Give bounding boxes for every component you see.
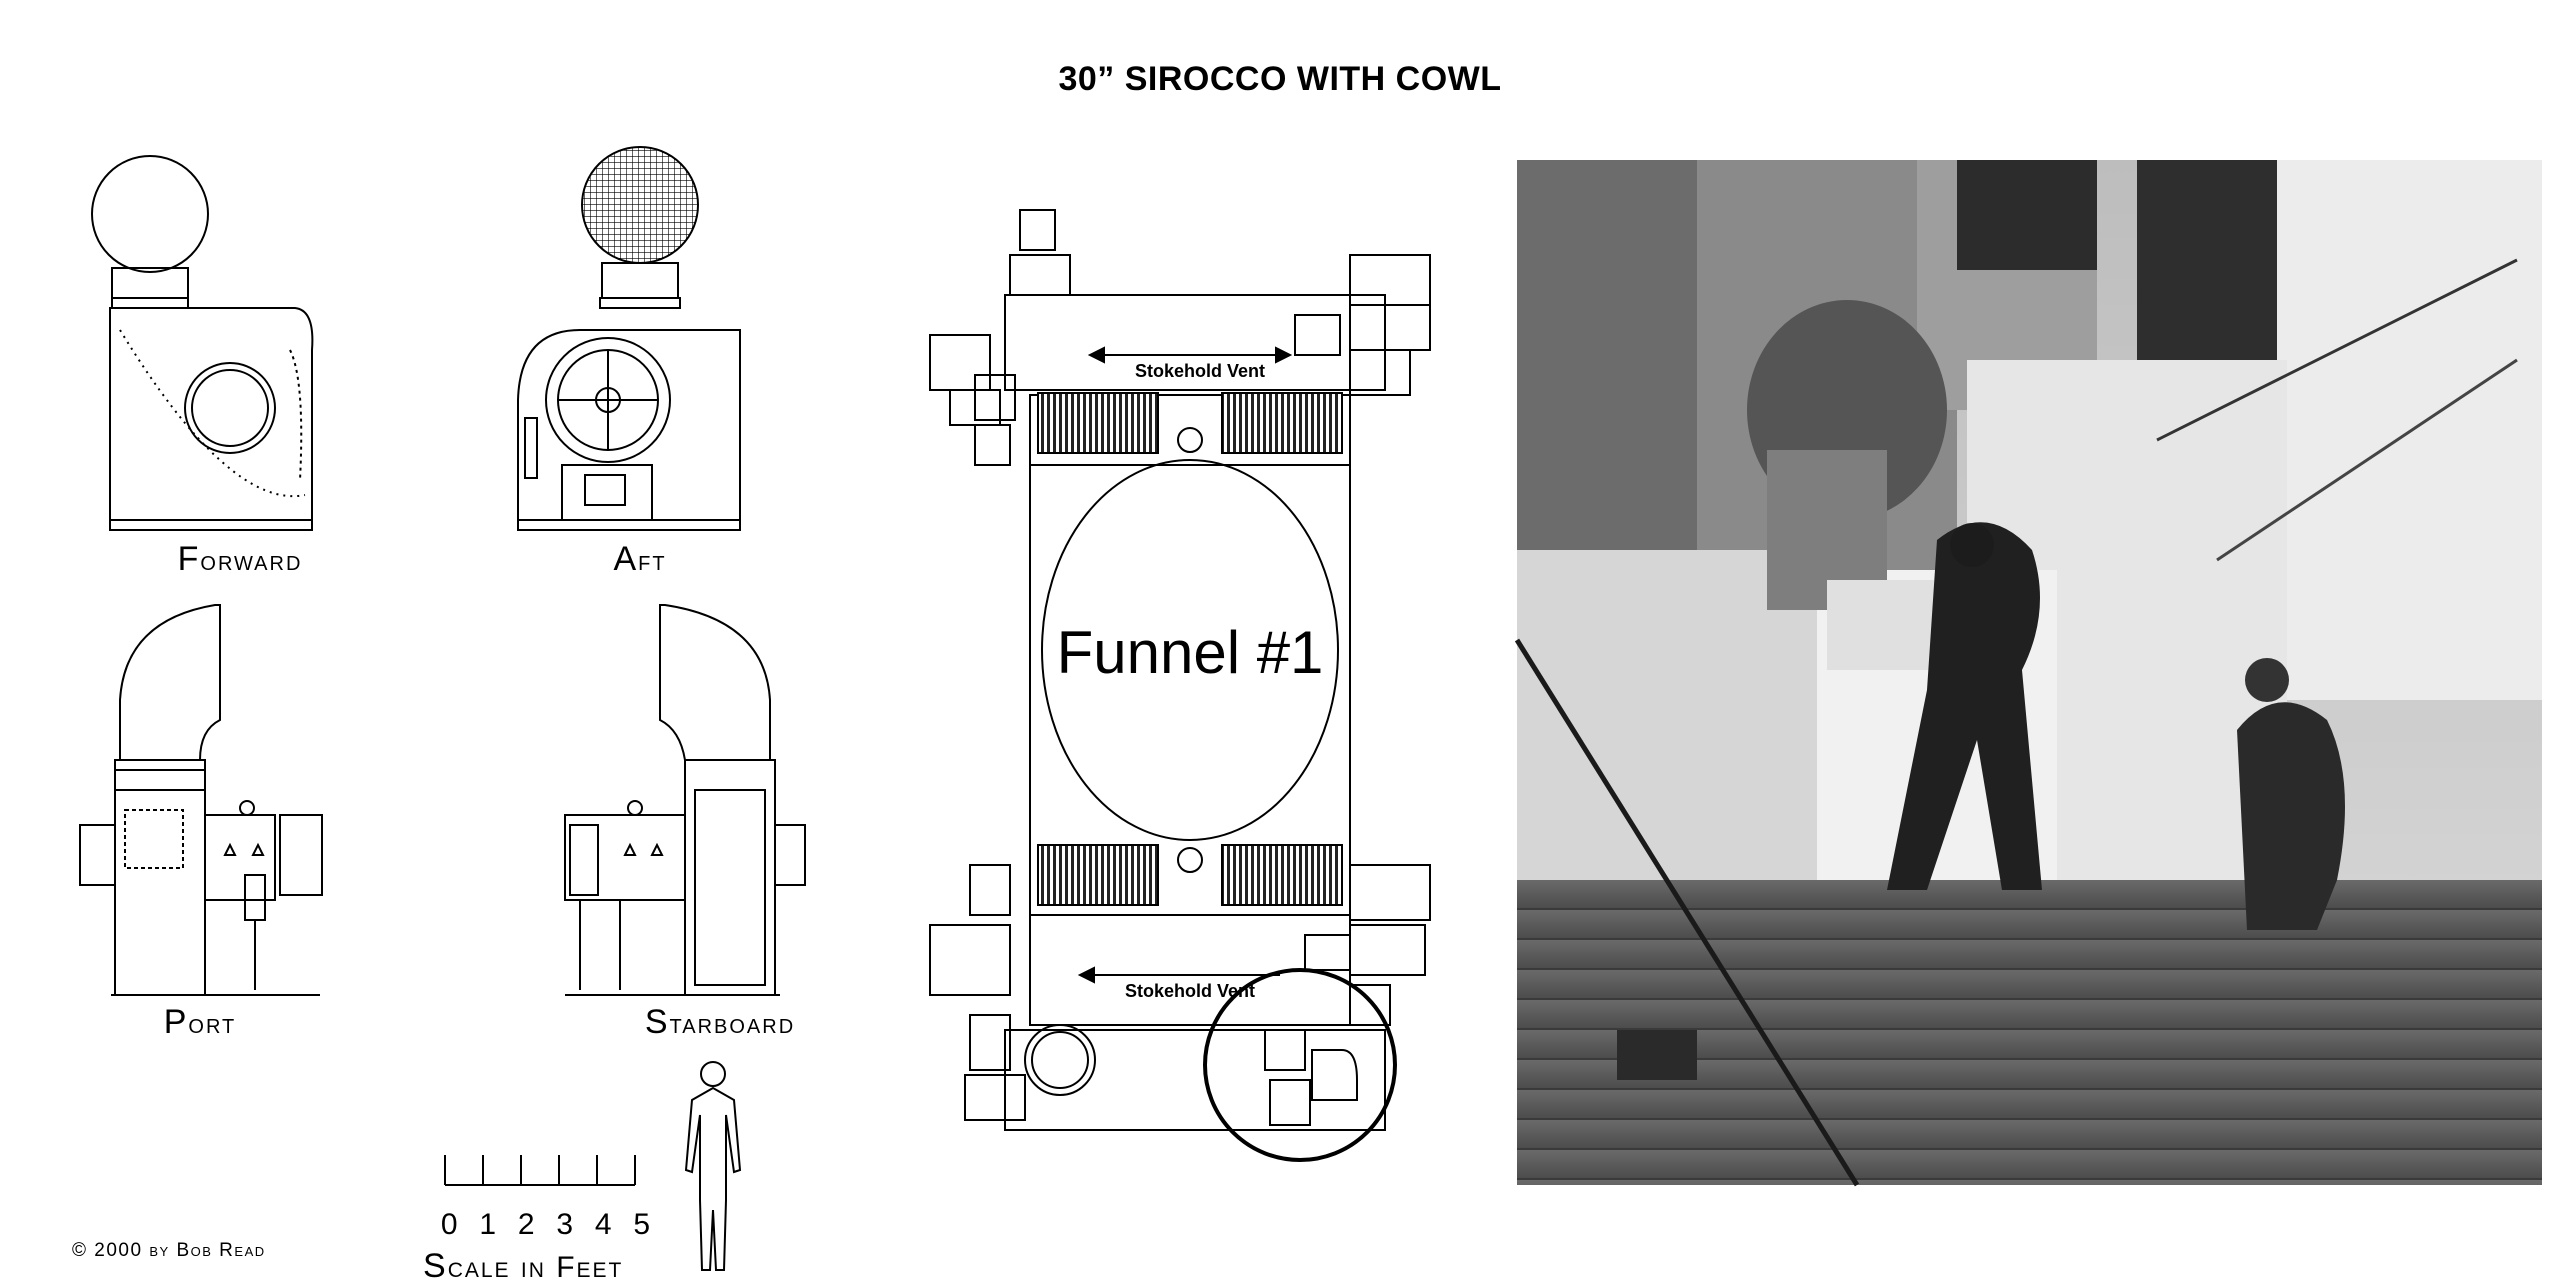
copyright-notice: © 2000 by Bob Read [72,1240,266,1261]
aft-view-drawing [517,146,741,531]
vent-label-top: Stokehold Vent [1135,361,1265,381]
vent-label-bottom: Stokehold Vent [1125,981,1255,1001]
scale-number: 2 [517,1208,535,1241]
scale-number: 1 [479,1208,497,1241]
view-label-forward: Forward [177,540,303,578]
scale-bar [444,1155,636,1186]
funnel-plan-diagram: Stokehold Vent Stokehold Vent Funnel #1 [929,209,1431,1162]
starboard-view-drawing [564,604,806,996]
scale-number: 4 [594,1208,612,1241]
view-label-aft: Aft [613,540,667,578]
port-view-drawing [79,604,323,996]
scale-label: Scale in Feet [423,1247,624,1285]
view-label-starboard: Starboard [644,1003,796,1041]
scale-number: 5 [633,1208,651,1241]
historical-photo [1514,160,2542,1187]
view-label-port: Port [163,1003,237,1041]
forward-view-drawing [91,155,314,531]
drawing-title: 30” SIROCCO WITH COWL [1058,60,1502,98]
scale-number: 0 [440,1208,458,1241]
scale-number: 3 [556,1208,574,1241]
funnel-label: Funnel #1 [1057,619,1324,686]
human-scale-figure [684,1061,742,1271]
